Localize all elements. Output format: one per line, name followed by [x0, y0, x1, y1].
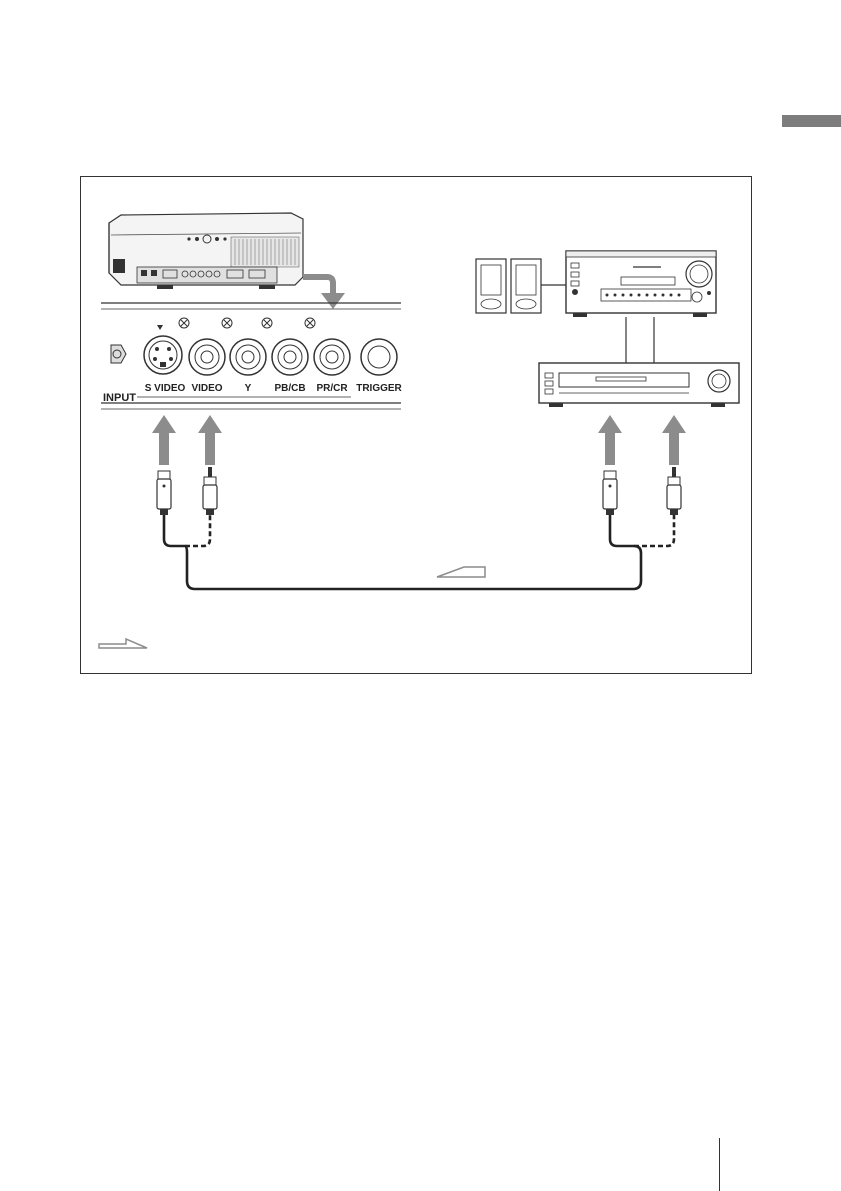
- speaker-icon: [476, 259, 566, 313]
- rca-plug-icon: [203, 467, 217, 515]
- signal-flow-arrow-icon: [437, 567, 485, 577]
- connection-panel: S VIDEO VIDEO Y PB/CB PR/CR TRIGGER INPU…: [101, 303, 403, 409]
- port-label-pr-cr: PR/CR: [316, 383, 348, 394]
- panel-screw: [111, 345, 126, 363]
- video-port: [189, 339, 225, 375]
- panel-screw-markers: [179, 318, 315, 328]
- trigger-port: [361, 339, 397, 375]
- projector-icon: [109, 213, 303, 289]
- signal-arrow-video: [198, 415, 222, 465]
- vcr-s-video-plug-icon: [603, 471, 617, 515]
- pr-cr-port: [314, 339, 350, 375]
- connection-cable: [164, 515, 674, 589]
- pb-cb-port: [272, 339, 308, 375]
- port-label-s-video: S VIDEO: [145, 383, 186, 394]
- s-video-port: [144, 325, 182, 374]
- port-label-trigger: TRIGGER: [356, 383, 402, 394]
- chapter-side-tab: [782, 115, 841, 127]
- zoom-callout-arrow: [303, 277, 333, 295]
- vcr-rca-plug-icon: [667, 467, 681, 515]
- port-label-pb-cb: PB/CB: [274, 383, 305, 394]
- vcr-icon: [539, 363, 739, 407]
- page-rule: [719, 1138, 720, 1191]
- av-amplifier-icon: [566, 251, 716, 363]
- port-label-video: VIDEO: [191, 383, 222, 394]
- signal-flow-legend-arrow-icon: [99, 639, 147, 648]
- signal-arrow-vcr-video: [662, 415, 686, 465]
- y-port: [230, 339, 266, 375]
- port-label-y: Y: [245, 383, 252, 394]
- connection-diagram: S VIDEO VIDEO Y PB/CB PR/CR TRIGGER INPU…: [80, 176, 752, 674]
- s-video-plug-icon: [157, 471, 171, 515]
- signal-arrow-s-video: [152, 415, 176, 465]
- input-section-label: INPUT: [103, 392, 136, 404]
- signal-arrow-vcr-s-video: [598, 415, 622, 465]
